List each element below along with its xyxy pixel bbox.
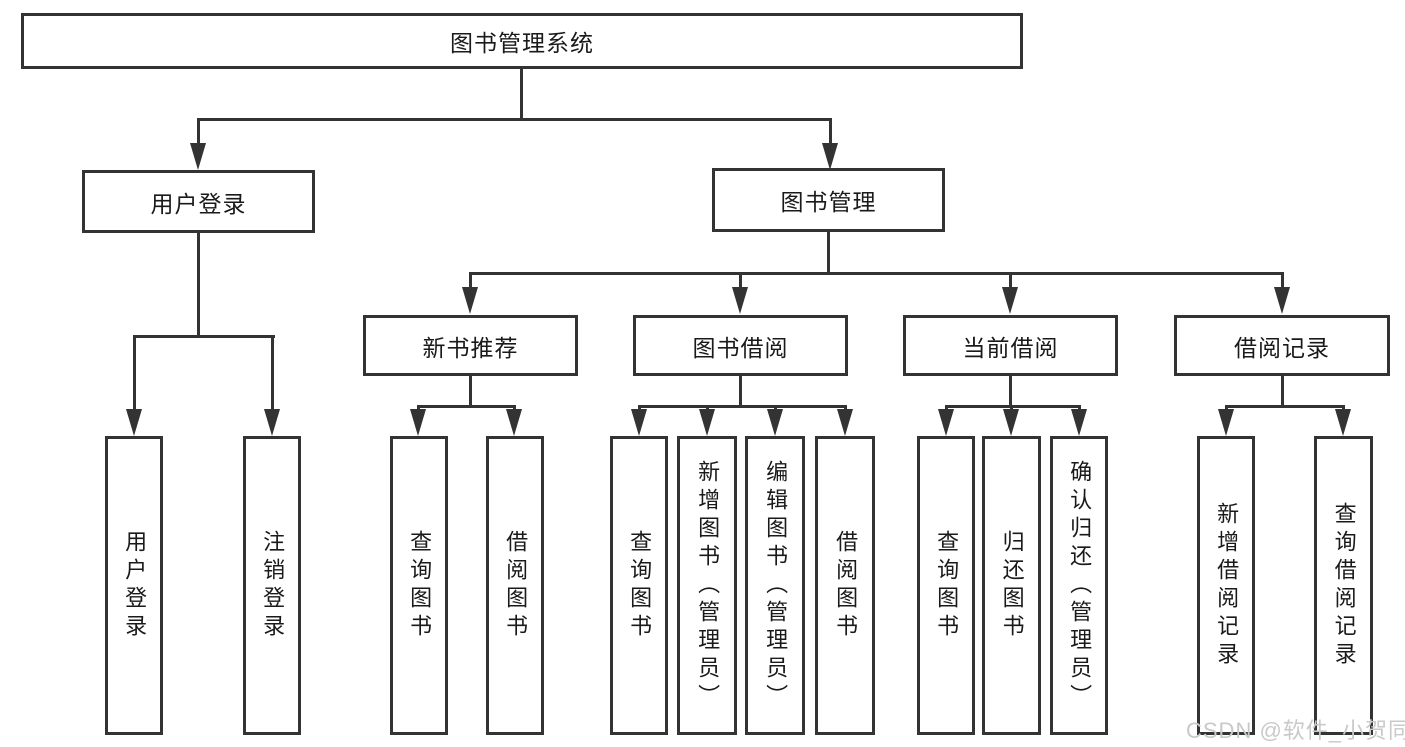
node-label: 查询图书 [407, 529, 433, 642]
connector-line [469, 272, 1284, 275]
node-borrowing-records: 借阅记录 [1174, 315, 1390, 376]
node-new-book-recommend: 新书推荐 [363, 315, 578, 376]
node-label: 图书管理 [780, 189, 877, 215]
node-label: 注销登录 [260, 529, 286, 642]
connector-line [469, 272, 472, 297]
arrowhead-down-icon [767, 409, 783, 436]
node-label: 图书管理系统 [450, 30, 594, 56]
node-label: 借阅记录 [1234, 334, 1330, 361]
node-label: 编辑图书（管理员） [763, 459, 789, 712]
node-label: 新书推荐 [422, 334, 519, 361]
node-label: 当前借阅 [962, 334, 1059, 361]
node-leaf-add-books-admin: 新增图书（管理员） [677, 436, 737, 735]
arrowhead-down-icon [1071, 409, 1087, 436]
node-label: 图书借阅 [692, 334, 789, 361]
csdn-watermark: CSDN @软件_小贺同学 [1186, 718, 1405, 743]
node-leaf-query-borrow-record: 查询借阅记录 [1314, 436, 1373, 735]
node-leaf-add-borrow-record: 新增借阅记录 [1197, 436, 1255, 735]
arrowhead-down-icon [462, 287, 478, 314]
connector-line [827, 232, 830, 275]
node-label: 查询借阅记录 [1331, 501, 1357, 670]
node-leaf-edit-books-admin: 编辑图书（管理员） [745, 436, 805, 735]
node-root: 图书管理系统 [21, 13, 1023, 69]
arrowhead-down-icon [699, 409, 715, 436]
connector-line [1009, 272, 1012, 297]
node-book-management: 图书管理 [712, 168, 945, 232]
connector-line [197, 233, 200, 337]
connector-line [197, 118, 200, 153]
connector-line [1281, 376, 1284, 407]
node-user-login: 用户登录 [82, 170, 315, 233]
node-label: 用户登录 [122, 529, 148, 642]
arrowhead-down-icon [732, 287, 748, 314]
node-leaf-confirm-return-admin: 确认归还（管理员） [1050, 436, 1108, 735]
connector-line [133, 335, 136, 415]
node-label: 归还图书 [999, 529, 1025, 642]
arrowhead-down-icon [1335, 409, 1351, 436]
node-current-borrowing: 当前借阅 [903, 315, 1118, 376]
arrowhead-down-icon [506, 409, 522, 436]
node-leaf-query-books-recommend: 查询图书 [390, 436, 448, 735]
connector-line [469, 376, 472, 407]
arrowhead-down-icon [190, 143, 206, 170]
arrowhead-down-icon [938, 409, 954, 436]
arrowhead-down-icon [1274, 287, 1290, 314]
node-label: 查询图书 [627, 529, 653, 642]
connector-line [829, 118, 832, 153]
node-leaf-borrow-books-recommend: 借阅图书 [486, 436, 544, 735]
node-label: 借阅图书 [503, 529, 529, 642]
arrowhead-down-icon [822, 143, 838, 170]
node-label: 查询图书 [934, 529, 960, 642]
arrowhead-down-icon [1218, 409, 1234, 436]
arrowhead-down-icon [1002, 287, 1018, 314]
connector-line [1009, 376, 1012, 407]
connector-line [271, 335, 274, 415]
node-leaf-query-books-current: 查询图书 [917, 436, 975, 735]
node-leaf-logout: 注销登录 [243, 436, 301, 735]
node-leaf-user-login: 用户登录 [105, 436, 163, 735]
connector-line [197, 118, 831, 121]
node-leaf-return-books: 归还图书 [982, 436, 1041, 735]
node-label: 借阅图书 [833, 529, 859, 642]
connector-line [1225, 405, 1345, 408]
node-label: 新增图书（管理员） [695, 459, 721, 712]
arrowhead-down-icon [631, 409, 647, 436]
node-leaf-query-books-borrowing: 查询图书 [610, 436, 668, 735]
connector-line [638, 405, 847, 408]
node-label: 新增借阅记录 [1214, 501, 1240, 670]
connector-line [520, 69, 523, 120]
arrowhead-down-icon [264, 409, 280, 436]
node-book-borrowing: 图书借阅 [633, 315, 848, 376]
arrowhead-down-icon [410, 409, 426, 436]
arrowhead-down-icon [126, 409, 142, 436]
arrowhead-down-icon [837, 409, 853, 436]
node-leaf-borrow-books-borrowing: 借阅图书 [815, 436, 875, 735]
node-label: 确认归还（管理员） [1067, 459, 1093, 712]
connector-line [133, 335, 275, 338]
connector-line [417, 405, 516, 408]
connector-line [945, 405, 1081, 408]
arrowhead-down-icon [1003, 409, 1019, 436]
connector-line [1281, 272, 1284, 297]
connector-line [739, 376, 742, 407]
connector-line [739, 272, 742, 297]
node-label: 用户登录 [150, 190, 247, 217]
